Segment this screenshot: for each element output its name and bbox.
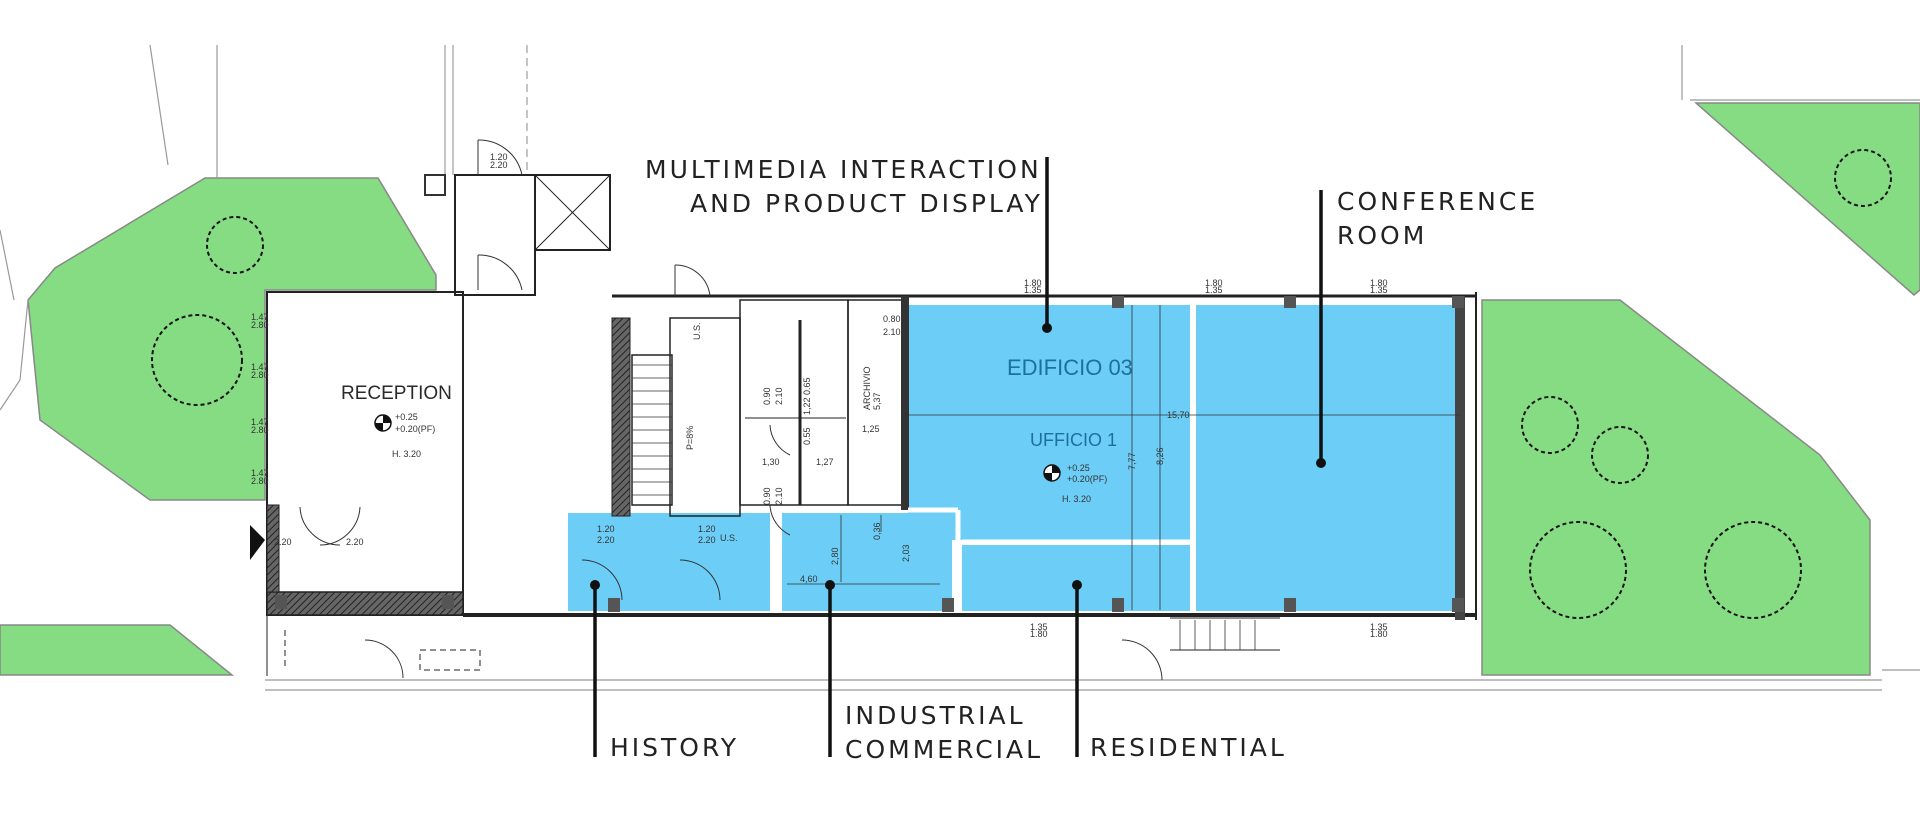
dim-rec-door1: 2.20 bbox=[274, 537, 292, 547]
room-reception: RECEPTION bbox=[341, 383, 452, 404]
blue-rooms bbox=[568, 305, 1456, 611]
dim-rec-door2: 2.20 bbox=[346, 537, 364, 547]
dim-hist-door1b: 2.20 bbox=[597, 535, 615, 545]
room-us-stair: U.S. bbox=[692, 322, 702, 340]
dim-wc-122: 1,22 bbox=[802, 397, 812, 415]
dim-win-180-c: 1.80 bbox=[1370, 278, 1388, 288]
street-lines bbox=[0, 44, 1920, 691]
garden-left bbox=[27, 177, 437, 501]
dim-win-135-e: 1.35 bbox=[1030, 622, 1048, 632]
room-ufficio: UFFICIO 1 bbox=[1030, 430, 1117, 450]
callout-multimedia-line2: AND PRODUCT DISPLAY bbox=[690, 189, 1043, 218]
dim-archivio-h: 5,37 bbox=[872, 392, 882, 410]
garden-left-bottom bbox=[0, 624, 235, 676]
dim-win-280-d: 2.80 bbox=[251, 476, 269, 486]
room-us-lower: U.S. bbox=[720, 533, 738, 543]
dim-door-210a: 2.10 bbox=[774, 387, 784, 405]
dim-wc-055: 0.55 bbox=[802, 427, 812, 445]
dim-hist-door1: 1.20 bbox=[597, 524, 615, 534]
dim-door-090b: 0.90 bbox=[762, 487, 772, 505]
dimension-lines bbox=[787, 305, 1460, 610]
dim-win-147-a: 1.47 bbox=[251, 312, 269, 322]
callout-industrial-line1: INDUSTRIAL bbox=[845, 701, 1026, 730]
dim-height-1: 7,77 bbox=[1127, 452, 1137, 470]
room-edificio: EDIFICIO 03 bbox=[1007, 355, 1133, 380]
dim-door-210: 2.10 bbox=[883, 327, 901, 337]
door-arcs bbox=[299, 139, 1163, 681]
dim-ind-036: 0,36 bbox=[872, 522, 882, 540]
reception-level-2: +0.20(PF) bbox=[395, 424, 435, 434]
callout-multimedia-line1: MULTIMEDIA INTERACTION bbox=[645, 155, 1042, 184]
callout-industrial-line2: COMMERCIAL bbox=[845, 735, 1043, 764]
dim-ind-460: 4,60 bbox=[800, 574, 818, 584]
dim-win-180-e: 1.80 bbox=[1030, 629, 1048, 639]
callout-conference-line2: ROOM bbox=[1337, 221, 1427, 250]
dim-win-135-a: 1.35 bbox=[1024, 285, 1042, 295]
dim-wc-065: 0.65 bbox=[802, 377, 812, 395]
dim-top-120: 1.20 bbox=[490, 152, 508, 162]
dim-hist-door2b: 2.20 bbox=[698, 535, 716, 545]
dim-ind-203: 2,03 bbox=[901, 544, 911, 562]
dim-win-180-d: 1.80 bbox=[1370, 629, 1388, 639]
dim-win-280-b: 2.80 bbox=[251, 370, 269, 380]
dim-win-147-d: 1.47 bbox=[251, 468, 269, 478]
building-walls bbox=[266, 45, 1477, 676]
dim-win-135-b: 1.35 bbox=[1205, 285, 1223, 295]
entrance-arrow-icon bbox=[250, 525, 265, 560]
dim-win-135-c: 1.35 bbox=[1370, 285, 1388, 295]
callout-dots bbox=[590, 323, 1326, 590]
tree-icons bbox=[151, 149, 1892, 619]
callout-leaders bbox=[593, 157, 1323, 757]
ufficio-level-2: +0.20(PF) bbox=[1067, 474, 1107, 484]
reception-level-1: +0.25 bbox=[395, 412, 418, 422]
column-marker-icons bbox=[275, 174, 1464, 612]
garden-right bbox=[1481, 299, 1871, 676]
level-marker-icons bbox=[374, 414, 1061, 482]
dim-wc-2: 1,27 bbox=[816, 457, 834, 467]
ramp-slope: P=8% bbox=[685, 426, 695, 450]
callout-conference-line1: CONFERENCE bbox=[1337, 187, 1538, 216]
stair-icon bbox=[632, 364, 1256, 650]
dim-win-147-c: 1.47 bbox=[251, 417, 269, 427]
dim-archivio-w: 1,25 bbox=[862, 424, 880, 434]
blue-partitions bbox=[772, 300, 1196, 612]
dim-win-180-b: 1.80 bbox=[1205, 278, 1223, 288]
dim-height-2: 8,26 bbox=[1155, 447, 1165, 465]
dim-win-280-c: 2.80 bbox=[251, 425, 269, 435]
ufficio-height: H. 3.20 bbox=[1062, 494, 1091, 504]
room-archivio: ARCHIVIO bbox=[862, 366, 872, 410]
reception-height: H. 3.20 bbox=[392, 449, 421, 459]
dim-win-280-a: 2.80 bbox=[251, 320, 269, 330]
dim-door-210b: 2.10 bbox=[774, 487, 784, 505]
dim-top-220: 2.20 bbox=[490, 160, 508, 170]
garden-top-right bbox=[1694, 102, 1920, 296]
dim-door-080: 0.80 bbox=[883, 314, 901, 324]
callout-history: HISTORY bbox=[610, 733, 739, 762]
ufficio-level-1: +0.25 bbox=[1067, 463, 1090, 473]
dim-win-135-d: 1.35 bbox=[1370, 622, 1388, 632]
dim-door-090a: 0.90 bbox=[762, 387, 772, 405]
dim-hist-door2: 1.20 bbox=[698, 524, 716, 534]
dim-win-147-b: 1.47 bbox=[251, 362, 269, 372]
dim-wc-1: 1,30 bbox=[762, 457, 780, 467]
dim-ind-280: 2,80 bbox=[830, 547, 840, 565]
callout-residential: RESIDENTIAL bbox=[1090, 733, 1287, 762]
dim-win-180-a: 1.80 bbox=[1024, 278, 1042, 288]
dim-width-total: 15,70 bbox=[1167, 410, 1190, 420]
